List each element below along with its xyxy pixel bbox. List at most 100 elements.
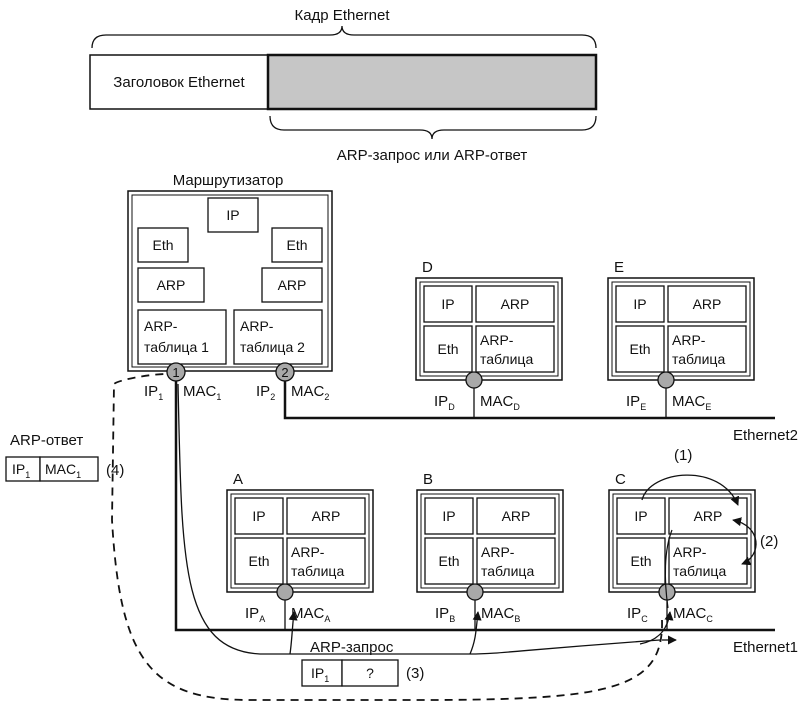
router-ip1: IP1 [144, 383, 163, 402]
host-b-arp-box [476, 497, 556, 535]
step1-label: (1) [674, 447, 692, 464]
arp-request-ip: IP1 [311, 665, 329, 684]
host-d-name: D [422, 259, 433, 276]
host-a-arp-box [286, 497, 366, 535]
host-d-arp-label: ARP [501, 296, 530, 312]
host-a-table-line2: таблица [291, 563, 344, 579]
router-port-1-label: 1 [172, 365, 179, 380]
arp-request-title: ARP-запрос [310, 639, 394, 656]
host-b-eth-box [424, 537, 474, 585]
router-mac2: MAC2 [291, 383, 329, 402]
request-to-a [288, 611, 298, 655]
host-b-port [466, 583, 484, 601]
router-table2-line2: таблица 2 [240, 339, 305, 355]
router-arp-right [261, 267, 323, 303]
router-table2-line1: ARP- [240, 318, 274, 334]
router-eth-right [271, 227, 323, 263]
arp-reply: ARP-ответ IP1 MAC1 (4) [5, 432, 124, 482]
host-d-port [465, 371, 483, 389]
router-mac1: MAC1 [183, 383, 221, 402]
router-ip-label: IP [226, 207, 239, 223]
arp-reply-ip-cell [5, 456, 41, 482]
step1-arrow [641, 474, 740, 506]
host-e-arp-table [667, 325, 747, 373]
router-eth-left-label: Eth [152, 237, 173, 253]
host-d-arp-box [475, 285, 555, 323]
frame-brace [91, 25, 597, 49]
host-a-arp-table [286, 537, 366, 585]
router-eth-left [137, 227, 189, 263]
host-a-table-line1: ARP- [291, 544, 325, 560]
router-arp-right-label: ARP [278, 277, 307, 293]
host-e-arp-box [667, 285, 747, 323]
host-b-inner [420, 493, 560, 589]
step2-label: (2) [760, 533, 778, 550]
arp-request-unknown-cell [341, 659, 399, 687]
flows: (1) (2) [111, 373, 778, 701]
arp-reply-step: (4) [106, 462, 124, 479]
host-e-eth-box [615, 325, 665, 373]
arp-request-step: (3) [406, 665, 424, 682]
router-arp-left [137, 267, 205, 303]
arp-request: ARP-запрос IP1 ? (3) [301, 639, 424, 687]
ethernet1-label: Ethernet1 [733, 639, 798, 656]
host-a-inner [230, 493, 370, 589]
ethernet1-line [174, 381, 775, 632]
host-d-ip-addr: IPD [434, 393, 455, 412]
request-flow [177, 383, 661, 655]
host-e-arp-label: ARP [693, 296, 722, 312]
host-e-ip-label: IP [633, 296, 646, 312]
host-c-eth-label: Eth [630, 553, 651, 569]
host-d-mac-addr: MACD [480, 393, 520, 412]
host-a-eth-box [234, 537, 284, 585]
arp-reply-mac: MAC1 [45, 461, 81, 480]
host-b-ip-label: IP [442, 508, 455, 524]
host-e-ip-addr: IPE [626, 393, 646, 412]
router-port-2-label: 2 [281, 365, 288, 380]
host-c-table-line2: таблица [673, 563, 726, 579]
router-eth-right-label: Eth [286, 237, 307, 253]
request-to-b [469, 611, 482, 655]
host-c-arp-label: ARP [694, 508, 723, 524]
router-table1-line1: ARP- [144, 318, 178, 334]
ethernet-frame: Кадр Ethernet Заголовок Ethernet ARP-зап… [89, 7, 598, 164]
payload-brace [269, 115, 597, 140]
host-b-mac-addr: MACB [481, 605, 520, 624]
host-d-inner [419, 281, 559, 377]
host-e-table-line1: ARP- [672, 332, 706, 348]
router-inner [131, 194, 329, 368]
arp-reply-mac-cell [39, 456, 99, 482]
step2-arrow [732, 517, 757, 566]
router-arp-table-2 [233, 309, 323, 365]
router-ip2: IP2 [256, 383, 275, 402]
arp-request-ip-cell [301, 659, 343, 687]
frame-title: Кадр Ethernet [294, 7, 390, 24]
host-c-ip-addr: IPC [627, 605, 648, 624]
host-c-eth-box [616, 537, 666, 585]
host-a-port [276, 583, 294, 601]
arp-reply-ip: IP1 [12, 461, 30, 480]
reply-flow [111, 373, 663, 701]
host-b-table-line1: ARP- [481, 544, 515, 560]
host-c-ip-box [616, 497, 666, 535]
payload-label: ARP-запрос или ARP-ответ [337, 147, 528, 164]
router-arp-left-label: ARP [157, 277, 186, 293]
ethernet2-line [283, 381, 775, 420]
host-b-arp-label: ARP [502, 508, 531, 524]
host-b-arp-table [476, 537, 556, 585]
router-ip-box [207, 197, 259, 233]
networks: Ethernet2 Ethernet1 [174, 381, 798, 656]
host-c-name: C [615, 471, 626, 488]
ethernet2-label: Ethernet2 [733, 427, 798, 444]
host-c-ip-label: IP [634, 508, 647, 524]
host-e-eth-label: Eth [629, 341, 650, 357]
host-e-ip-box [615, 285, 665, 323]
host-e-port [657, 371, 675, 389]
host-c-table-line1: ARP- [673, 544, 707, 560]
host-d-eth-label: Eth [437, 341, 458, 357]
host-b-table-line2: таблица [481, 563, 534, 579]
host-d-arp-table [475, 325, 555, 373]
